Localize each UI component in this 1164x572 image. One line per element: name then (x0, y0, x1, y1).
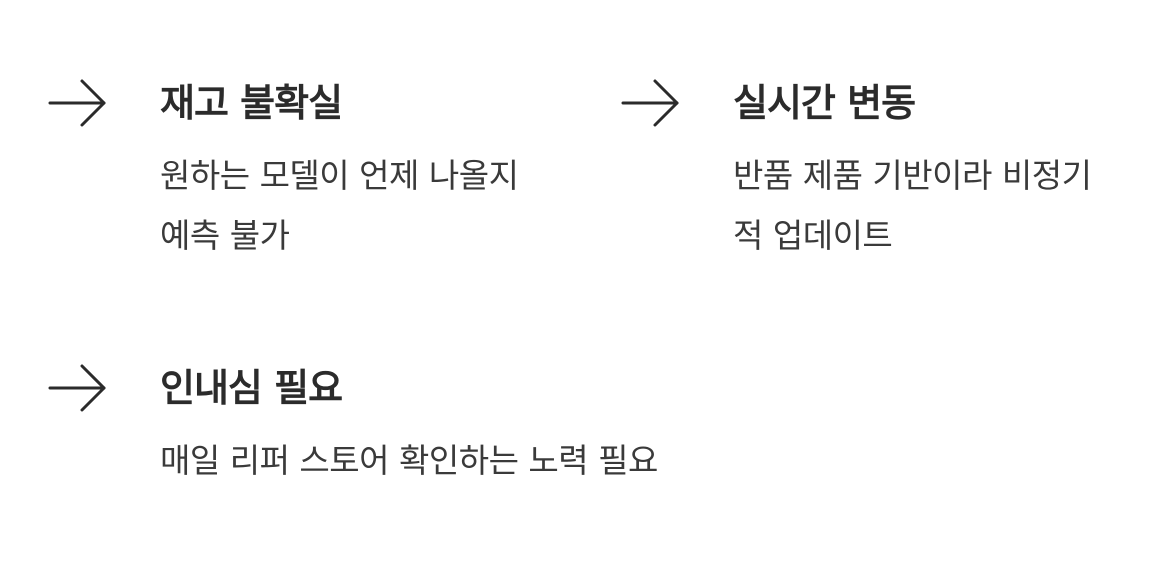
description-line: 매일 리퍼 스토어 확인하는 노력 필요 (160, 441, 658, 480)
arrow-right-icon (48, 78, 108, 128)
feature-description: 매일 리퍼 스토어 확인하는 노력 필요 (160, 431, 658, 491)
arrow-right-icon (621, 78, 681, 128)
feature-title: 실시간 변동 (733, 81, 916, 125)
description-line: 적 업데이트 (733, 216, 893, 255)
feature-title: 인내심 필요 (160, 366, 343, 410)
feature-title: 재고 불확실 (160, 81, 343, 125)
description-line: 원하는 모델이 언제 나올지 (160, 156, 519, 195)
arrow-right-icon (48, 363, 108, 413)
description-line: 반품 제품 기반이라 비정기 (733, 156, 1092, 195)
feature-description: 원하는 모델이 언제 나올지 예측 불가 (160, 146, 519, 266)
feature-description: 반품 제품 기반이라 비정기 적 업데이트 (733, 146, 1092, 266)
description-line: 예측 불가 (160, 216, 290, 255)
